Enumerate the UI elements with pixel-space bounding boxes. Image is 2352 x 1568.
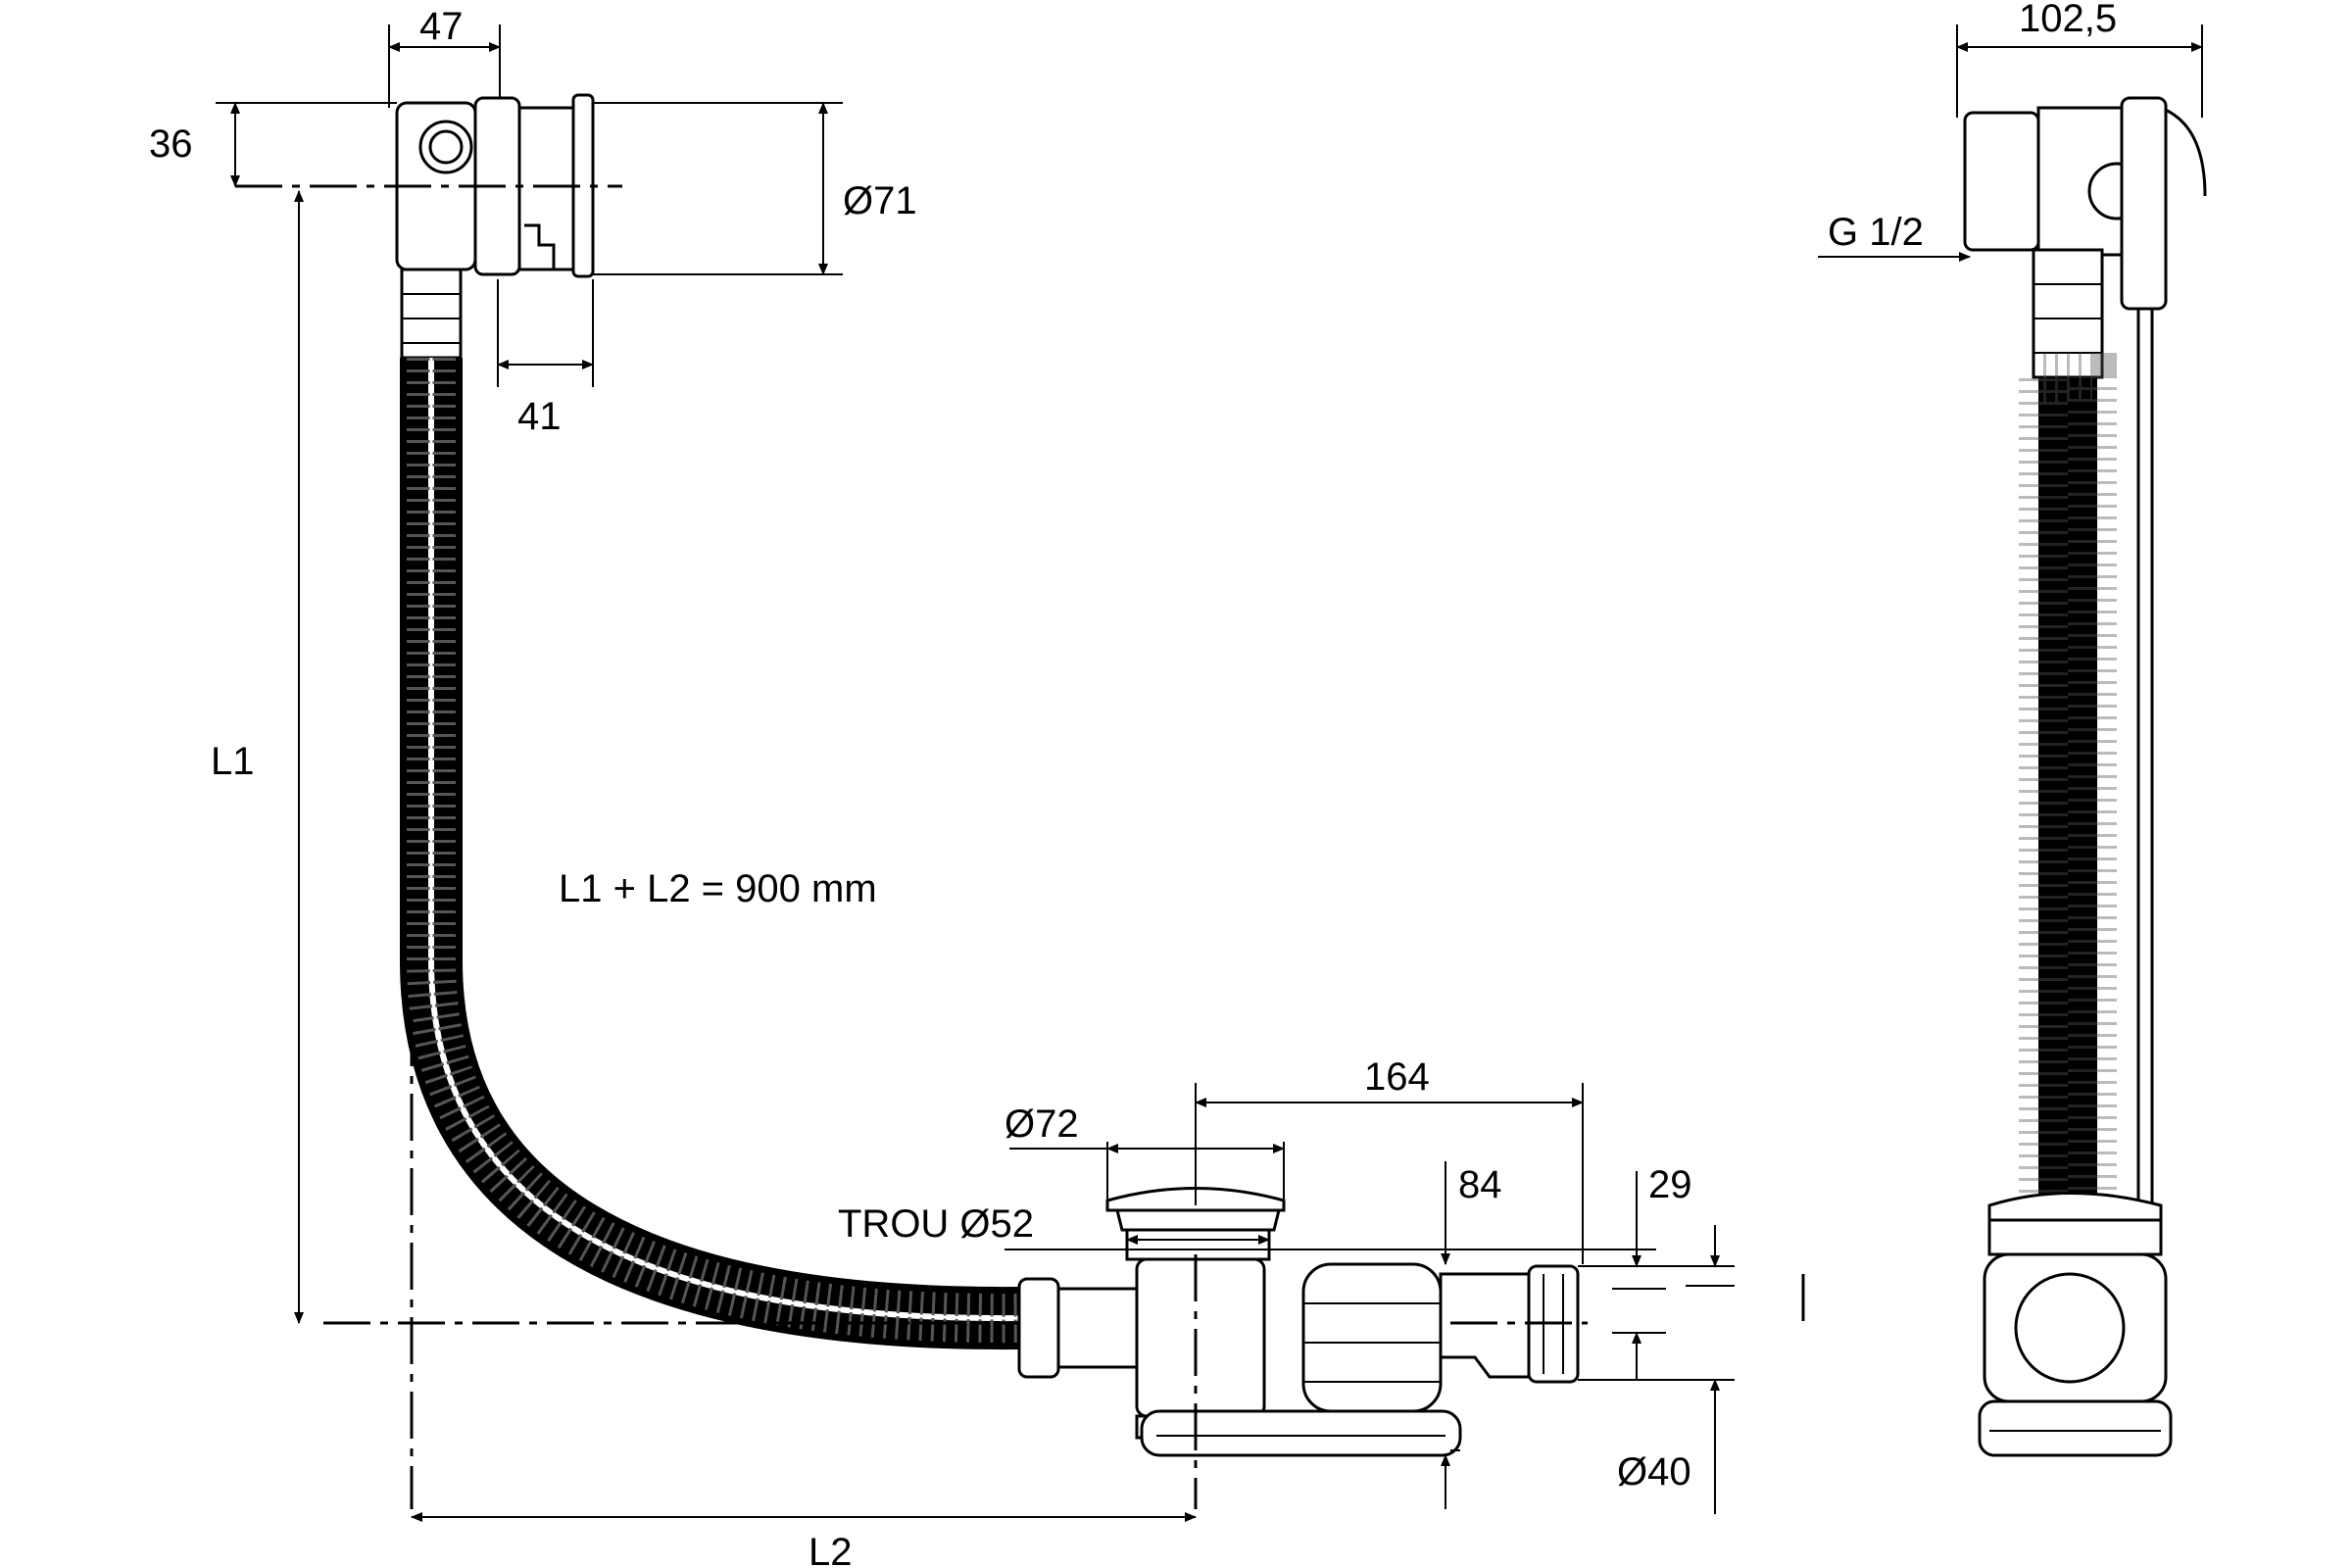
dim-29-label: 29	[1648, 1163, 1692, 1206]
formula-label: L1 + L2 = 900 mm	[559, 867, 877, 910]
dim-84-label: 84	[1458, 1163, 1502, 1206]
dim-102-5-label: 102,5	[2019, 0, 2117, 40]
flexible-hose	[400, 358, 1020, 1350]
dim-36-label: 36	[149, 122, 193, 166]
side-view	[1818, 24, 2207, 1457]
dim-40-label: Ø40	[1617, 1450, 1691, 1494]
overflow-head	[395, 93, 595, 360]
dim-47-label: 47	[419, 5, 464, 48]
thread-label: G 1/2	[1828, 211, 1924, 254]
dimension-lines	[230, 42, 1735, 1522]
dim-L2-label: L2	[808, 1531, 853, 1568]
dim-72-label: Ø72	[1004, 1102, 1079, 1146]
dim-41-label: 41	[517, 395, 562, 438]
trou-label: TROU Ø52	[838, 1202, 1034, 1246]
dim-164-label: 164	[1364, 1055, 1430, 1099]
extension-lines	[216, 24, 1735, 1451]
dim-L1-label: L1	[211, 740, 255, 783]
dim-71-label: Ø71	[843, 179, 917, 222]
